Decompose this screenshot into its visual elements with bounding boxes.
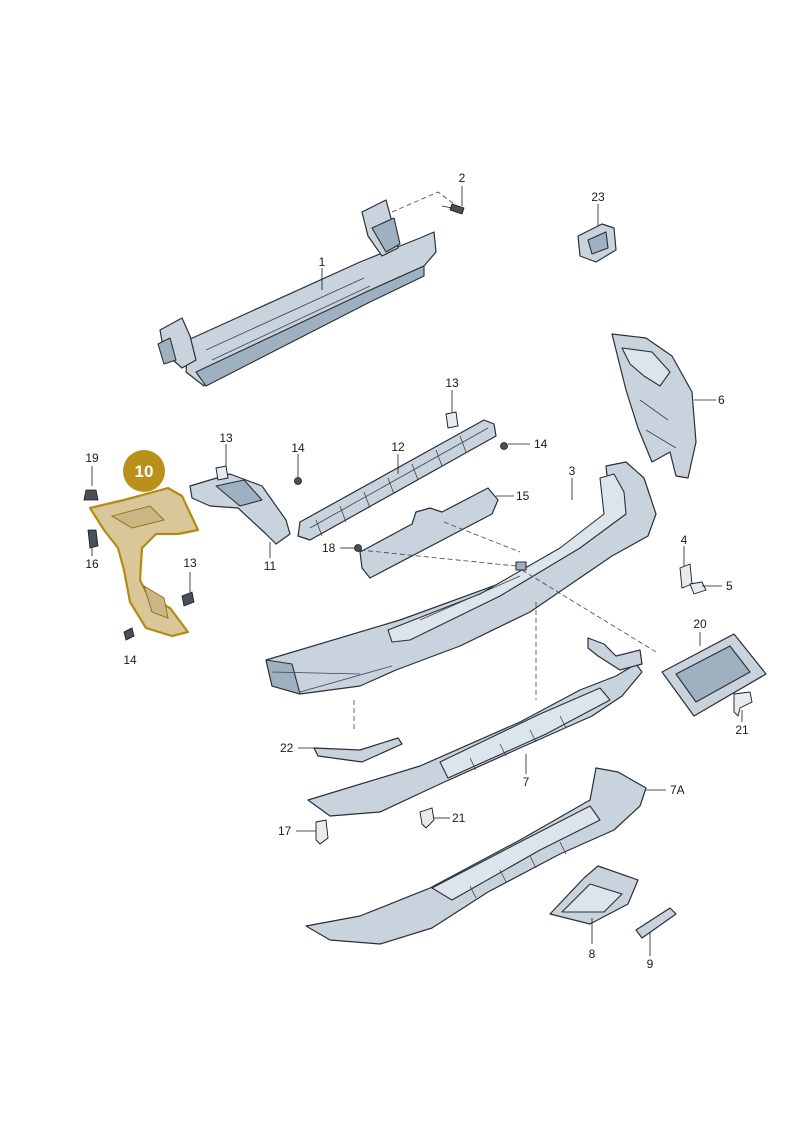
highlight-badge[interactable]: 10 bbox=[123, 450, 165, 492]
callout-8: 8 bbox=[589, 947, 596, 961]
callout-16: 16 bbox=[85, 557, 99, 571]
part-11-side-mount[interactable] bbox=[189, 473, 291, 545]
part-10-highlighted-bracket[interactable] bbox=[88, 486, 200, 638]
callout-4: 4 bbox=[681, 533, 688, 547]
part-7-diffuser[interactable] bbox=[307, 637, 643, 817]
callout-5: 5 bbox=[726, 579, 733, 593]
callout-7: 7 bbox=[523, 775, 530, 789]
callout-9: 9 bbox=[647, 957, 654, 971]
part-1-reinforcement-beam[interactable] bbox=[157, 199, 437, 387]
leader-lines bbox=[91, 186, 743, 956]
callout-18: 18 bbox=[322, 541, 336, 555]
callout-14-mid: 14 bbox=[291, 441, 305, 455]
fastener-14-left[interactable] bbox=[123, 627, 135, 641]
part-2-bolt[interactable] bbox=[441, 203, 465, 215]
callout-21-right: 21 bbox=[735, 723, 749, 737]
fastener-21-right[interactable] bbox=[733, 691, 753, 717]
callout-13-mid: 13 bbox=[219, 431, 233, 445]
callout-1: 1 bbox=[319, 255, 326, 269]
callout-22: 22 bbox=[280, 741, 294, 755]
fastener-19[interactable] bbox=[83, 489, 99, 501]
callout-3: 3 bbox=[569, 464, 576, 478]
callout-23: 23 bbox=[591, 190, 605, 204]
part-8-lower-cover[interactable] bbox=[549, 865, 639, 925]
callout-14-left: 14 bbox=[123, 653, 137, 667]
part-6-side-bracket[interactable] bbox=[611, 333, 697, 479]
highlight-badge-label: 10 bbox=[135, 462, 154, 481]
part-5-clip[interactable] bbox=[689, 581, 707, 595]
callout-labels: 1 2 23 6 13 14 12 13 14 3 15 11 18 4 5 2… bbox=[85, 171, 749, 971]
part-23-cap[interactable] bbox=[577, 223, 617, 263]
callout-14-right: 14 bbox=[534, 437, 548, 451]
part-3-bumper-cover[interactable] bbox=[265, 461, 657, 695]
callout-20: 20 bbox=[693, 617, 707, 631]
callout-11: 11 bbox=[264, 559, 277, 573]
fastener-17[interactable] bbox=[315, 819, 329, 845]
callout-13-left: 13 bbox=[183, 556, 197, 570]
fastener-13-top[interactable] bbox=[445, 411, 459, 429]
callout-2: 2 bbox=[459, 171, 466, 185]
fastener-13-mid[interactable] bbox=[215, 465, 229, 481]
part-9-small-strip[interactable] bbox=[635, 907, 677, 939]
fastener-14-right[interactable] bbox=[500, 442, 508, 450]
callout-6: 6 bbox=[718, 393, 725, 407]
callout-12: 12 bbox=[391, 440, 405, 454]
callout-17: 17 bbox=[278, 824, 292, 838]
fastener-14-mid[interactable] bbox=[294, 477, 302, 485]
part-15-trim-strip[interactable] bbox=[359, 487, 499, 579]
callout-13-top: 13 bbox=[445, 376, 459, 390]
fastener-13-left[interactable] bbox=[181, 591, 195, 607]
callout-15: 15 bbox=[516, 489, 530, 503]
fastener-16[interactable] bbox=[87, 529, 99, 549]
part-7a-lower-diffuser[interactable] bbox=[305, 767, 647, 945]
fastener-18[interactable] bbox=[354, 544, 362, 552]
part-20-plate-bracket[interactable] bbox=[661, 633, 767, 717]
fastener-21-low[interactable] bbox=[419, 807, 435, 829]
part-22-trim-moulding[interactable] bbox=[313, 737, 403, 763]
callout-21-low: 21 bbox=[452, 811, 466, 825]
callout-7a: 7A bbox=[670, 783, 685, 797]
part-12-guide-strip[interactable] bbox=[297, 419, 497, 541]
callout-19: 19 bbox=[85, 451, 99, 465]
